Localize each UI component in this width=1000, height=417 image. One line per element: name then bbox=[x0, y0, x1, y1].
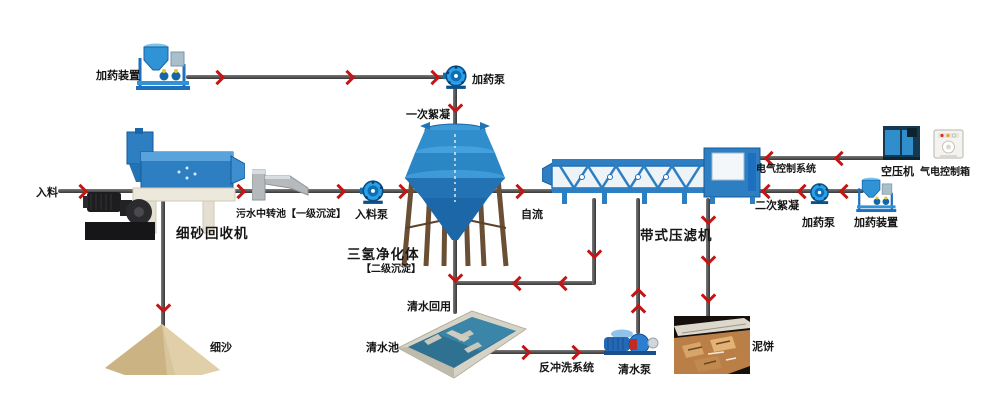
flow-arrow-right bbox=[339, 69, 356, 86]
clear-water-pump-illustration bbox=[604, 329, 659, 355]
label-clear-water-pool: 清水池 bbox=[366, 342, 399, 354]
pipe-thickener-underflow bbox=[453, 236, 457, 314]
flow-arrow-up bbox=[630, 303, 647, 320]
sand-pile-illustration bbox=[105, 324, 220, 375]
fine-sand-recovery-machine-illustration bbox=[83, 128, 245, 240]
pipe-backwash bbox=[478, 350, 612, 354]
air-compressor-illustration bbox=[883, 126, 920, 160]
label-dosing-device-left: 加药装置 bbox=[96, 70, 140, 82]
label-mud-cake: 泥饼 bbox=[752, 341, 774, 353]
flow-arrow-up bbox=[630, 287, 647, 304]
label-sewage-transfer-pool: 污水中转池【一级沉淀】 bbox=[236, 209, 346, 220]
sewage-transfer-chute-illustration bbox=[252, 169, 309, 201]
label-clear-water-reuse: 清水回用 bbox=[407, 301, 451, 313]
label-secondary-flocculation: 二次絮凝 bbox=[755, 200, 799, 212]
label-fine-sand: 细沙 bbox=[210, 342, 232, 354]
label-clear-water-pump: 清水泵 bbox=[618, 364, 651, 376]
thickener-purifier-illustration bbox=[401, 122, 509, 267]
clear-water-pool-illustration bbox=[396, 310, 528, 379]
label-purifier-name: 三氢净化体 bbox=[347, 247, 420, 262]
pipe-press-water-drop bbox=[592, 198, 596, 285]
label-fine-sand-recovery-machine: 细砂回收机 bbox=[176, 226, 249, 241]
pipe-sand-discharge bbox=[161, 200, 165, 328]
label-electrical-control-system: 电气控制系统 bbox=[756, 164, 816, 175]
pipe-clearwater-return bbox=[455, 281, 596, 285]
label-belt-filter-press: 带式压滤机 bbox=[640, 228, 713, 243]
flow-arrow-right bbox=[330, 183, 347, 200]
label-dosing-pump-top: 加药泵 bbox=[472, 74, 505, 86]
flow-arrow-right bbox=[509, 183, 526, 200]
dosing-pump-icon bbox=[810, 183, 829, 205]
flow-arrow-left bbox=[838, 183, 855, 200]
flow-arrow-left bbox=[557, 275, 574, 292]
feed-pump-icon bbox=[360, 180, 384, 204]
label-feed: 入料 bbox=[36, 187, 58, 199]
label-gravity-flow: 自流 bbox=[521, 209, 543, 221]
label-primary-flocculation: 一次絮凝 bbox=[406, 109, 450, 121]
flow-arrow-left bbox=[511, 275, 528, 292]
label-feed-pump: 入料泵 bbox=[355, 209, 388, 221]
dosing-pump-icon bbox=[443, 65, 467, 89]
label-dosing-pump-right: 加药泵 bbox=[802, 217, 835, 229]
flow-arrow-down bbox=[700, 287, 717, 304]
pipe-dosing-top bbox=[186, 75, 457, 79]
pipe-electrical bbox=[756, 156, 886, 160]
flow-arrow-down bbox=[586, 243, 603, 260]
flow-arrow-down bbox=[155, 297, 172, 314]
flow-arrow-right bbox=[424, 69, 441, 86]
control-box-illustration bbox=[933, 129, 964, 159]
label-purifier-stage: 【二级沉淀】 bbox=[361, 264, 421, 275]
dosing-device-illustration bbox=[136, 43, 190, 90]
flow-arrow-down bbox=[700, 209, 717, 226]
label-air-compressor: 空压机 bbox=[881, 166, 914, 178]
mud-cake-photo bbox=[674, 316, 750, 374]
pipe-pump-riser bbox=[636, 198, 640, 334]
pipe-mudcake-drop bbox=[706, 198, 710, 320]
pipe-dosing-drop bbox=[453, 77, 457, 132]
label-dosing-device-right: 加药装置 bbox=[854, 217, 898, 229]
label-backwash-system: 反冲洗系统 bbox=[539, 362, 594, 374]
flow-arrow-down bbox=[700, 249, 717, 266]
flow-arrow-right bbox=[565, 344, 582, 361]
dosing-device-illustration bbox=[856, 177, 897, 213]
belt-filter-press-illustration bbox=[542, 147, 761, 204]
label-control-box: 气电控制箱 bbox=[920, 167, 970, 178]
flow-arrow-left bbox=[833, 150, 850, 167]
flow-arrow-right bbox=[209, 69, 226, 86]
